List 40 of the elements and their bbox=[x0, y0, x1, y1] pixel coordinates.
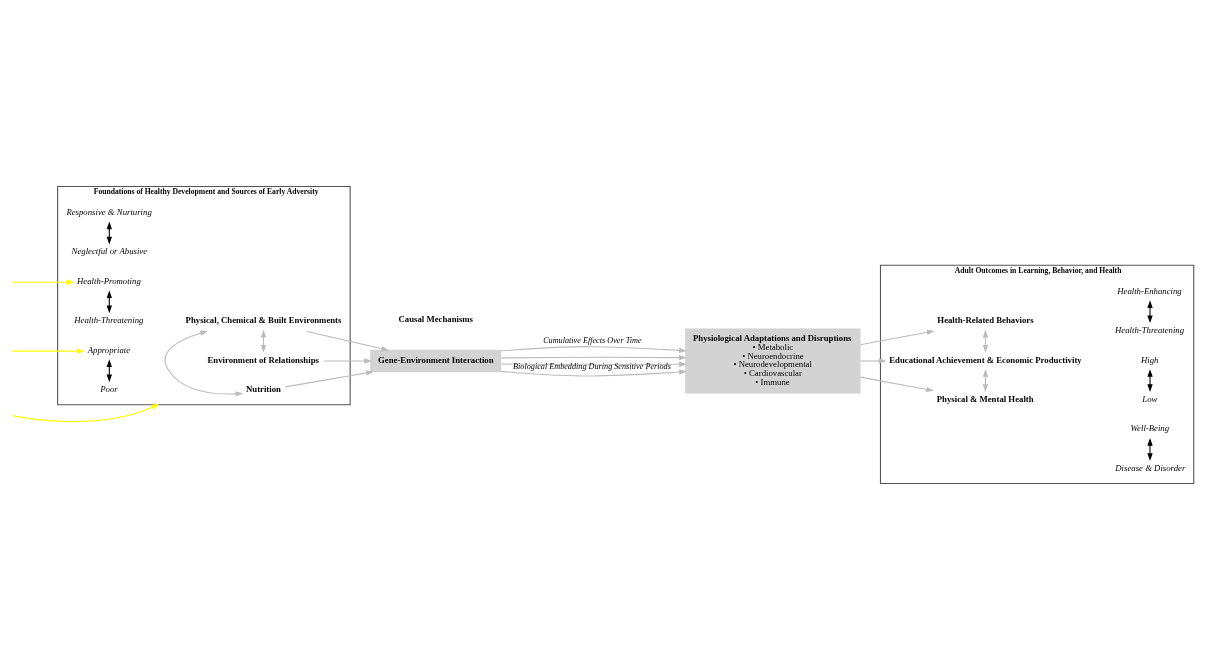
arrow bbox=[11, 279, 75, 285]
edge-label: Cumulative Effects Over Time bbox=[543, 336, 642, 346]
node-text: Health-Promoting bbox=[77, 275, 141, 286]
node-text: Health-Threatening bbox=[74, 315, 144, 326]
node-text: Appropriate bbox=[87, 344, 131, 355]
arrow bbox=[1147, 438, 1153, 461]
arrow bbox=[1147, 369, 1153, 392]
arrow bbox=[11, 348, 85, 354]
node-text: Health-Enhancing bbox=[1117, 285, 1182, 296]
node-text: Well-Being bbox=[1130, 423, 1170, 434]
node-box: Physiological Adaptations and Disruptions • Metabolic • Neuroendocrine • Neurodevelopmental • Cardiovascular • Immune bbox=[685, 328, 861, 394]
node-text: Neglectful or Abusive bbox=[71, 246, 148, 257]
arrow bbox=[284, 370, 374, 388]
node-text: Health-Threatening bbox=[1115, 324, 1185, 335]
node-text: Low bbox=[1142, 393, 1158, 404]
arrow bbox=[11, 404, 160, 423]
node-text: Poor bbox=[100, 384, 118, 395]
label: Causal Mechanisms bbox=[398, 314, 474, 325]
node-text: Health-Related Behaviors bbox=[937, 315, 1034, 326]
arrow bbox=[500, 354, 687, 361]
node-text: Disease & Disorder bbox=[1115, 462, 1186, 473]
arrow bbox=[164, 330, 244, 397]
node-text: Physical, Chemical & Built Environments bbox=[185, 315, 342, 326]
node-text: Educational Achievement & Economic Productivity bbox=[889, 354, 1082, 365]
arrow bbox=[500, 361, 687, 367]
arrow bbox=[500, 346, 687, 354]
arrow bbox=[859, 329, 935, 346]
arrow bbox=[306, 330, 390, 352]
arrow bbox=[859, 376, 934, 393]
node-box: Gene-Environment Interaction bbox=[370, 349, 502, 373]
node-text: Responsive & Nurturing bbox=[66, 206, 152, 217]
arrow bbox=[859, 358, 887, 364]
arrow bbox=[1147, 300, 1153, 324]
edge-label: Biological Embedding During Sensitive Periods bbox=[513, 362, 671, 372]
arrow bbox=[500, 369, 687, 377]
node-text: Environment of Relationships bbox=[207, 354, 319, 365]
arrow bbox=[323, 358, 372, 364]
node-text: High bbox=[1141, 354, 1159, 365]
node-text: Physical & Mental Health bbox=[936, 393, 1034, 404]
node-text: Nutrition bbox=[245, 384, 281, 395]
